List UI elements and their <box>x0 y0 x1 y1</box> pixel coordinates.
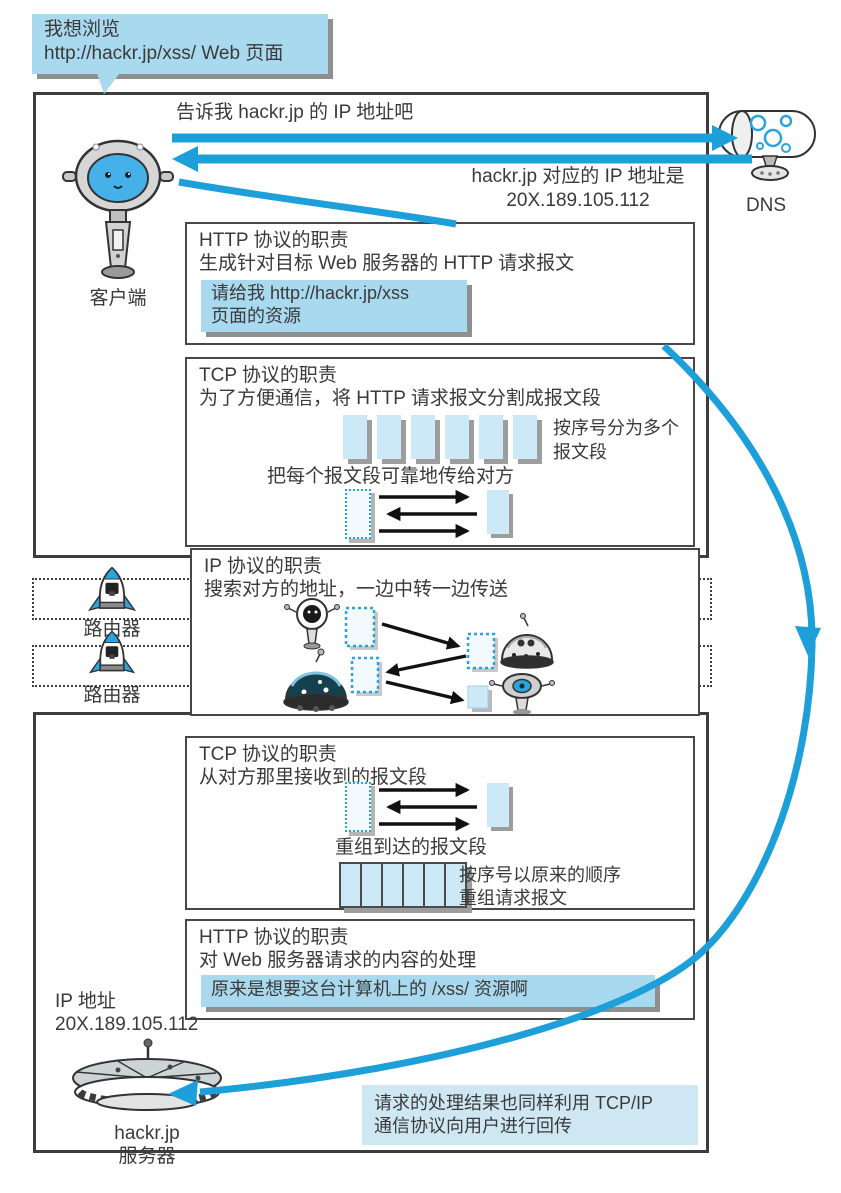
reply-note-line2: 通信协议向用户进行回传 <box>374 1116 572 1136</box>
ip-box: IP 协议的职责 搜索对方的地址，一边中转一边传送 <box>190 548 700 716</box>
dns-reply-line1: hackr.jp 对应的 IP 地址是 <box>471 166 685 187</box>
client-robot-icon <box>62 139 174 279</box>
router-label-1: 路由器 <box>83 619 141 640</box>
order-note-line1: 按序号以原来的顺序 <box>459 865 621 885</box>
tcp-receive-box: TCP 协议的职责 从对方那里接收到的报文段 重组到达的报文段 按序号以原来的顺… <box>185 736 695 910</box>
http-request-bubble: 请给我 http://hackr.jp/xss 页面的资源 <box>201 280 467 332</box>
ip-title: IP 协议的职责 <box>204 556 322 577</box>
reliable-note: 把每个报文段可靠地传给对方 <box>267 466 515 487</box>
server-host-label: hackr.jp <box>114 1123 180 1144</box>
dns-reply-text: hackr.jp 对应的 IP 地址是 20X.189.105.112 <box>452 165 704 213</box>
relay-robot-icon <box>500 613 554 669</box>
tcp-handshake-arrows <box>379 489 477 539</box>
bubble-tail <box>96 70 122 94</box>
order-note-line2: 重组请求报文 <box>459 888 567 908</box>
dns-label: DNS <box>745 195 787 216</box>
tcp-send-desc: 为了方便通信，将 HTTP 请求报文分割成报文段 <box>199 388 601 409</box>
dns-reply-line2: 20X.189.105.112 <box>506 190 650 211</box>
relay-robot-icon <box>489 673 555 714</box>
reply-note-line1: 请求的处理结果也同样利用 TCP/IP <box>374 1093 654 1113</box>
ip-relay-diagram <box>283 598 555 714</box>
packet-icon-solid <box>467 685 492 712</box>
packet-icon-solid <box>487 783 509 827</box>
http-request-bubble-line1: 请给我 http://hackr.jp/xss <box>211 283 410 303</box>
http-server-title: HTTP 协议的职责 <box>199 927 349 948</box>
seq-note-line2: 报文段 <box>553 442 607 462</box>
relay-robot-icon <box>284 598 340 650</box>
http-request-bubble-line2: 页面的资源 <box>211 306 301 326</box>
tcp-handshake-arrows <box>379 782 477 832</box>
relay-robot-icon <box>283 648 349 712</box>
http-request-title: HTTP 协议的职责 <box>199 230 349 251</box>
packet-icon-dotted <box>345 489 371 539</box>
http-server-bubble: 原来是想要这台计算机上的 /xss/ 资源啊 <box>201 975 655 1007</box>
server-label: 服务器 <box>118 1146 176 1167</box>
web-server-icon <box>72 1038 222 1111</box>
server-ip-value: 20X.189.105.112 <box>55 1014 199 1035</box>
reassemble-note: 重组到达的报文段 <box>335 837 488 858</box>
router-label-2: 路由器 <box>83 685 141 706</box>
packet-icon-dotted <box>345 782 371 832</box>
seq-note-line1: 按序号分为多个 <box>553 418 679 438</box>
tcp-send-box: TCP 协议的职责 为了方便通信，将 HTTP 请求报文分割成报文段 按序号分为… <box>185 357 695 547</box>
packet-icon-dotted <box>350 656 382 696</box>
http-request-box: HTTP 协议的职责 生成针对目标 Web 服务器的 HTTP 请求报文 请给我… <box>185 222 695 345</box>
http-server-desc: 对 Web 服务器请求的内容的处理 <box>199 950 477 971</box>
router-icon <box>87 566 137 612</box>
http-request-desc: 生成针对目标 Web 服务器的 HTTP 请求报文 <box>199 253 575 274</box>
browse-intent-bubble: 我想浏览 http://hackr.jp/xss/ Web 页面 <box>32 14 328 74</box>
server-ip-caption: IP 地址 <box>55 991 116 1012</box>
tcp-segments <box>343 415 547 459</box>
reassembled-segments <box>339 862 467 908</box>
dns-query-text: 告诉我 hackr.jp 的 IP 地址吧 <box>176 102 414 123</box>
browse-intent-line1: 我想浏览 <box>44 19 121 40</box>
browse-intent-line2: http://hackr.jp/xss/ Web 页面 <box>44 43 284 64</box>
packet-icon-dotted <box>466 632 498 672</box>
http-server-box: HTTP 协议的职责 对 Web 服务器请求的内容的处理 原来是想要这台计算机上… <box>185 919 695 1020</box>
packet-icon-solid <box>487 490 509 534</box>
mid-curve-arrowhead <box>795 626 821 656</box>
reply-note-box: 请求的处理结果也同样利用 TCP/IP 通信协议向用户进行回传 <box>362 1085 698 1145</box>
tcp-send-title: TCP 协议的职责 <box>199 365 337 386</box>
dns-server-icon <box>718 110 816 181</box>
http-server-bubble-text: 原来是想要这台计算机上的 /xss/ 资源啊 <box>211 979 529 999</box>
packet-icon-dotted <box>344 606 378 650</box>
router-icon <box>88 630 136 674</box>
client-label: 客户端 <box>89 288 147 309</box>
tcp-receive-title: TCP 协议的职责 <box>199 744 337 765</box>
